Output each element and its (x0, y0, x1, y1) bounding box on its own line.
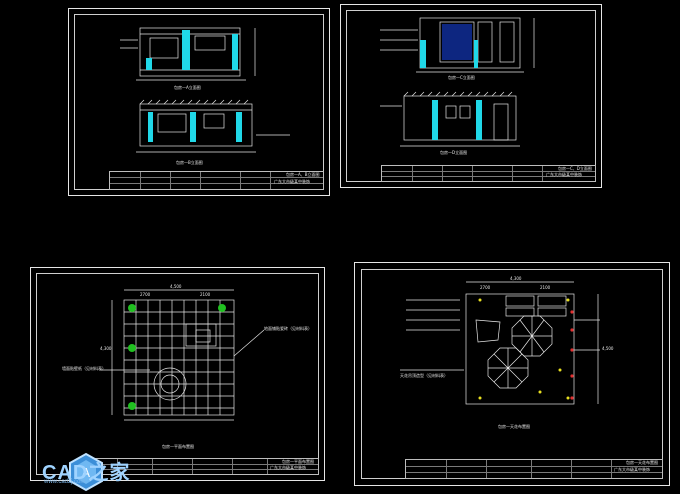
title-block-drawing-name: 包房一平面布置图 (282, 459, 314, 464)
title-block-project-name: 广东大市级某中装饰 (270, 465, 306, 470)
title-block: 包房一平面布置图 广东大市级某中装饰 (81, 458, 319, 475)
ceiling-plan-dimension-right: 4,500 (602, 346, 614, 351)
title-block-drawing-name: 包房一C、D立面图 (558, 166, 592, 171)
elevation-a-title: 包房一A立面图 (174, 85, 201, 90)
ceiling-plan-title: 包房一天花布置图 (498, 424, 530, 429)
title-block-drawing-name: 包房一A、B立面图 (286, 172, 320, 177)
ceiling-plan-drawing (400, 281, 600, 405)
floor-plan-note-left: 墙面贴壁纸（见材料表） (62, 366, 106, 371)
svg-text:A: A (82, 466, 91, 480)
drawing-sheet-bottom-right: 包房一天花布置图 广东大市级某中装饰 (354, 262, 670, 486)
ceiling-plan-dimension-part: 2700 (480, 285, 491, 290)
drawing-sheet-top-left: 包房一A、B立面图 广东大市级某中装饰 (68, 8, 330, 196)
elevation-a-drawing (120, 27, 256, 81)
watermark-brand: CAD之家 (42, 462, 131, 484)
elevation-c-drawing (380, 17, 535, 73)
drawing-sheet-top-right: 包房一C、D立面图 广东大市级某中装饰 (340, 4, 602, 188)
ceiling-plan-note: 天花吊顶造型（见材料表） (400, 373, 448, 378)
ceiling-plan-dimension-part: 2100 (540, 285, 551, 290)
title-block-drawing-name: 包房一天花布置图 (626, 460, 658, 465)
title-block: 包房一C、D立面图 广东大市级某中装饰 (381, 165, 596, 182)
cad-logo-icon: A (69, 452, 103, 492)
title-block: 包房一天花布置图 广东大市级某中装饰 (405, 459, 663, 479)
title-block: 包房一A、B立面图 广东大市级某中装饰 (109, 171, 324, 190)
floor-plan-dimension-part: 2700 (140, 292, 151, 297)
watermark-url: www.cadzj.com (44, 479, 86, 485)
elevation-b-title: 包房一B立面图 (176, 160, 203, 165)
title-block-project-name: 广东大市级某中装饰 (546, 172, 582, 177)
floor-plan-dimension-left: 4,300 (100, 346, 112, 351)
floor-plan-title: 包房一平面布置图 (162, 444, 194, 449)
title-block-project-name: 广东大市级某中装饰 (614, 467, 650, 472)
drawing-sheet-bottom-left: 包房一平面布置图 广东大市级某中装饰 (30, 267, 325, 481)
floor-plan-dimension-part: 2100 (200, 292, 211, 297)
title-block-project-name: 广东大市级某中装饰 (274, 179, 310, 184)
floor-plan-note-right: 地面铺贴瓷砖（见材料表） (264, 326, 312, 331)
floor-plan-dimension-top: 4,500 (170, 284, 182, 289)
ceiling-plan-dimension-top: 4,300 (510, 276, 522, 281)
elevation-b-drawing (136, 99, 290, 153)
elevation-c-title: 包房一C立面图 (448, 75, 475, 80)
elevation-d-drawing (380, 91, 520, 147)
elevation-d-title: 包房一D立面图 (440, 150, 468, 155)
floor-plan-drawing (100, 289, 265, 421)
